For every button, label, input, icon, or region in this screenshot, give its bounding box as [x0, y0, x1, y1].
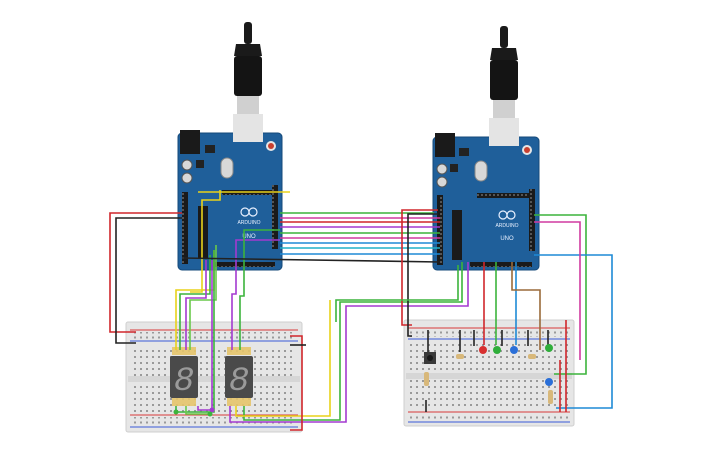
- arduino-label: ARDUINO: [237, 220, 260, 226]
- led-green-icon: [493, 346, 501, 354]
- power-jack-icon: [435, 133, 455, 157]
- usb-port-icon: [489, 126, 519, 146]
- arduino-left[interactable]: ARDUINO UNO: [177, 122, 283, 271]
- led-red-icon: [479, 346, 487, 354]
- resistors: [424, 354, 553, 404]
- seven-segment-display-1[interactable]: 8: [170, 347, 198, 406]
- seven-segment-display-2[interactable]: 8: [225, 347, 253, 406]
- arduino-model: UNO: [500, 236, 514, 242]
- reset-button[interactable]: [268, 143, 274, 149]
- display-digit: 8: [174, 363, 194, 401]
- led-blue-icon: [510, 346, 518, 354]
- usb-port-icon: [233, 122, 263, 142]
- arduino-model: UNO: [242, 234, 256, 240]
- wires: [109, 190, 613, 431]
- power-jack-icon: [180, 130, 200, 154]
- push-button[interactable]: [424, 352, 436, 364]
- arduino-right[interactable]: ARDUINO UNO: [432, 126, 540, 271]
- led-array: [479, 344, 553, 386]
- junction-dots: [173, 407, 215, 417]
- led-green-icon: [545, 344, 553, 352]
- breadboard-right[interactable]: [403, 319, 575, 427]
- arduino-label: ARDUINO: [495, 223, 518, 229]
- led-blue-icon: [545, 378, 553, 386]
- reset-button[interactable]: [524, 147, 530, 153]
- display-digit: 8: [229, 363, 249, 401]
